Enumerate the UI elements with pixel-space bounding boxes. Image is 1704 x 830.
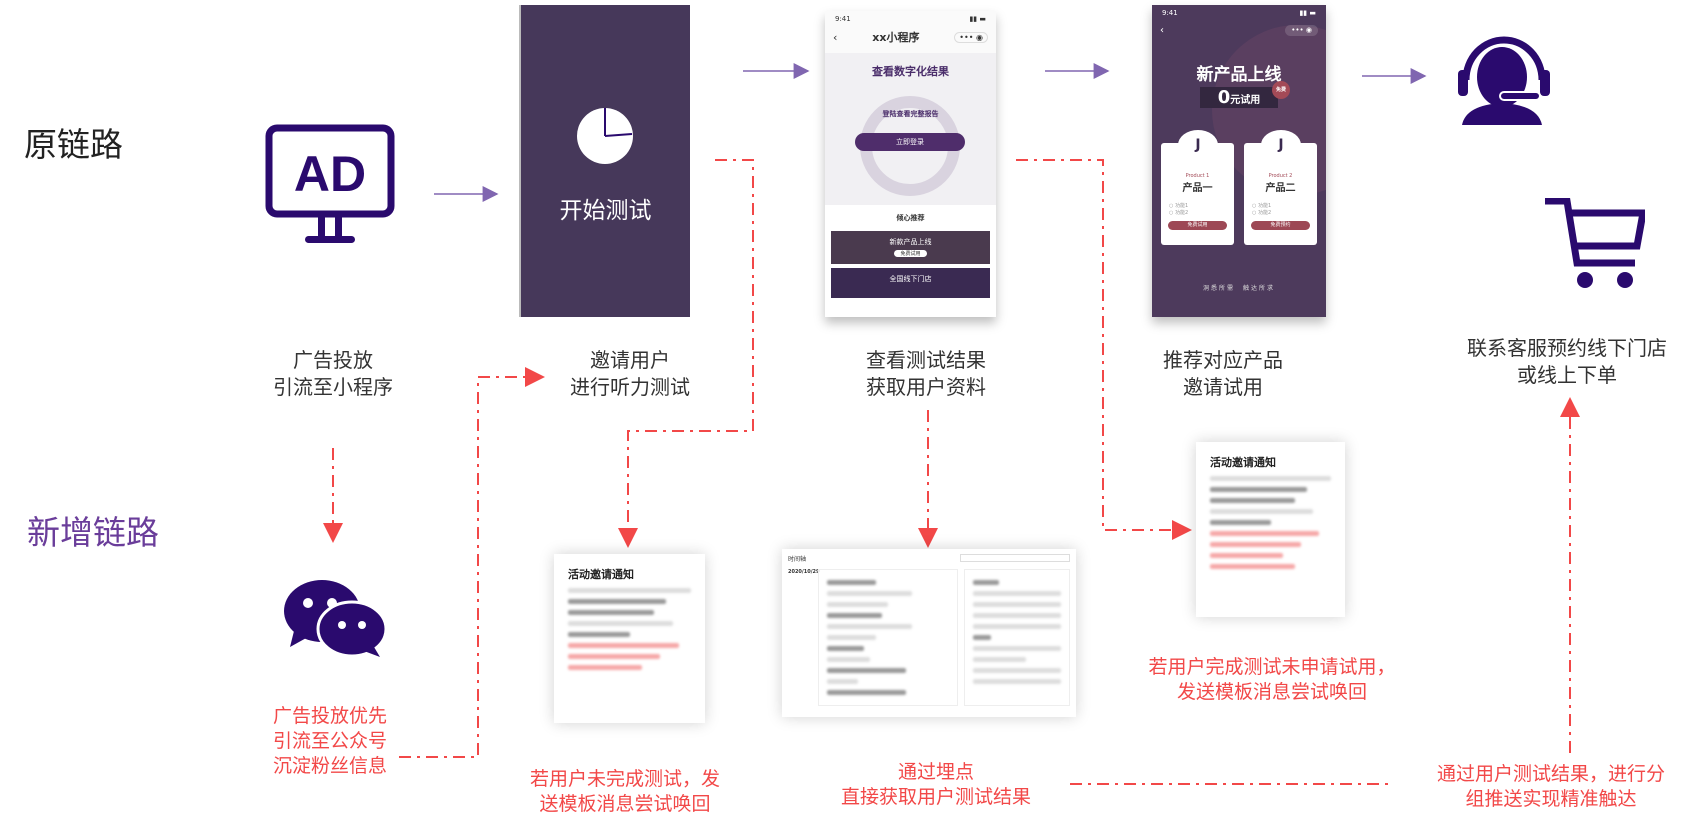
status-time: 9:41 [1162, 9, 1178, 17]
product-card: J Product 1 产品一 ○ 功能1○ 功能2 免费试用 [1161, 130, 1234, 245]
product-name: 产品一 [1182, 183, 1213, 194]
login-hint: 登陆查看完整报告 [882, 110, 939, 118]
product-en: Product 1 [1185, 173, 1210, 179]
wechat-icon [282, 579, 388, 661]
note-grouping: 通过用户测试结果，进行分组推送实现精准触达 [1436, 763, 1665, 810]
step-label-invite-test: 邀请用户进行听力测试 [570, 348, 690, 399]
banner-offline-store[interactable]: 全国线下门店 [831, 268, 990, 298]
svg-text:AD: AD [294, 146, 366, 202]
new-product-headline: 新产品上线 [1196, 65, 1282, 85]
zero-price: 0 [1217, 87, 1231, 108]
note-wechat: 广告投放优先引流至公众号沉淀粉丝信息 [272, 705, 387, 777]
start-test-label: 开始测试 [559, 198, 652, 224]
status-time: 9:41 [835, 15, 851, 23]
back-icon[interactable]: ‹ [833, 30, 838, 44]
template-message-card-unfinished: 活动邀请通知 [554, 554, 705, 723]
customer-service-headset-icon [1456, 25, 1552, 131]
banner-trial-button[interactable]: 免费试用 [894, 250, 927, 257]
product-phone-screen: 9:41 ▮▮ ▬ ‹ ••• ◉ 新产品上线 0元试用 免费 J Product … [1152, 5, 1326, 317]
notice-title: 活动邀请通知 [568, 568, 634, 581]
capsule-menu[interactable]: ••• ◉ [954, 31, 988, 43]
login-button[interactable]: 立即登录 [855, 133, 965, 151]
tracking-dashboard: 时间轴 2020/10/29 [782, 549, 1076, 717]
banner-new-product[interactable]: 新款产品上线免费试用 [831, 231, 990, 264]
template-message-card-no-trial: 活动邀请通知 [1196, 442, 1345, 617]
miniapp-title: xx小程序 [872, 31, 920, 44]
notice-title: 活动邀请通知 [1210, 456, 1276, 469]
product-name: 产品二 [1265, 183, 1296, 194]
product-card: J Product 2 产品二 ○ 功能1○ 功能2 免费预约 [1244, 130, 1317, 245]
product-logo-icon: J [1261, 130, 1301, 160]
red-path-wechat-to-test [399, 367, 545, 758]
dashboard-title: 时间轴 [788, 556, 807, 563]
status-icons: ▮▮ ▬ [1299, 9, 1316, 17]
step-label-ad: 广告投放引流至小程序 [273, 348, 393, 399]
note-tracking: 通过埋点直接获取用户测试结果 [840, 761, 1031, 808]
capsule-menu[interactable]: ••• ◉ [1285, 25, 1318, 36]
product-action-button[interactable]: 免费预约 [1251, 221, 1310, 230]
ad-monitor-icon: AD [265, 124, 395, 248]
result-heading: 查看数字化结果 [872, 65, 949, 78]
timeline-date: 2020/10/29 [788, 569, 820, 575]
row-added-label: 新增链路 [27, 513, 159, 552]
note-unfinished-test: 若用户未完成测试，发送模板消息尝试唤回 [529, 768, 720, 815]
step-label-view-result: 查看测试结果获取用户资料 [866, 348, 986, 399]
product-footer-slogan: 洞悉所需 触达所求 [1202, 285, 1275, 292]
shopping-cart-icon [1545, 197, 1648, 294]
step-label-recommend: 推荐对应产品邀请试用 [1163, 348, 1283, 399]
clock-icon [577, 108, 633, 164]
product-action-button[interactable]: 免费试用 [1168, 221, 1227, 230]
start-test-screen: 开始测试 [519, 5, 690, 317]
row-original-label: 原链路 [24, 125, 123, 164]
result-phone-screen: 9:41▮▮ ▬ ‹ xx小程序 ••• ◉ 查看数字化结果 登陆查看完整报告 … [825, 11, 996, 317]
product-en: Product 2 [1268, 173, 1293, 179]
free-badge: 免费 [1272, 81, 1290, 99]
note-no-trial: 若用户完成测试未申请试用，发送模板消息尝试唤回 [1148, 656, 1396, 703]
recommend-section-title: 倾心推荐 [896, 214, 925, 222]
back-icon[interactable]: ‹ [1160, 25, 1164, 36]
product-logo-icon: J [1178, 130, 1218, 160]
status-icons: ▮▮ ▬ [969, 15, 986, 23]
trial-text: 元试用 [1230, 95, 1261, 106]
step-label-contact-order: 联系客服预约线下门店或线上下单 [1467, 336, 1667, 387]
